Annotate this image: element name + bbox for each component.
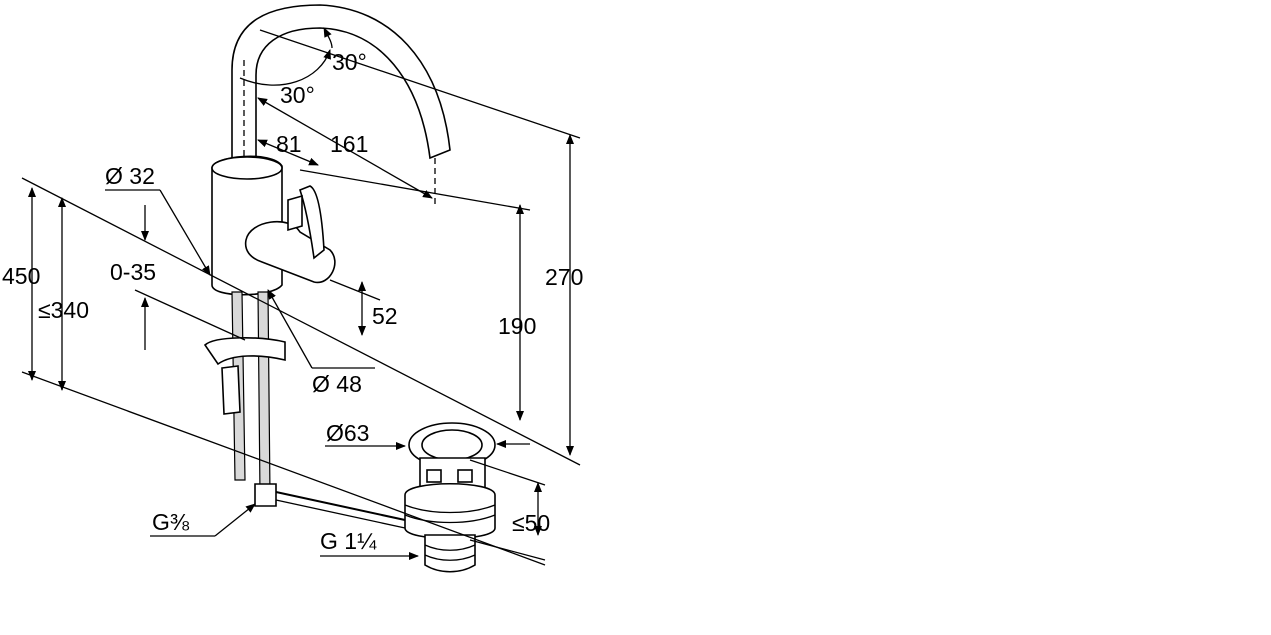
label-waste-thread: G 1¼ <box>320 528 377 554</box>
body-top-ellipse <box>211 156 283 180</box>
label-base-diameter: Ø 48 <box>312 371 362 397</box>
waste-tailpiece <box>424 534 476 573</box>
drain-rod <box>275 491 406 521</box>
faucet-spout <box>231 4 451 161</box>
label-connection-thread: G⅜ <box>152 509 190 535</box>
label-body-diameter: Ø 32 <box>105 163 155 189</box>
label-reach-inner: 81 <box>276 131 302 157</box>
waste-body <box>404 483 496 540</box>
waste-plug <box>421 429 483 461</box>
connector-fitting <box>254 483 277 507</box>
faucet-lever <box>244 220 336 284</box>
label-lever-height: 52 <box>372 303 398 329</box>
cage-window-left <box>426 469 442 483</box>
waste-valve-drawing <box>404 422 496 573</box>
label-reach-outer: 161 <box>330 131 368 157</box>
lever-joint <box>287 194 303 232</box>
mounting-nut <box>221 365 241 415</box>
label-waste-diameter: Ø63 <box>326 420 369 446</box>
dimension-lines <box>21 27 581 566</box>
label-angle-top: 30° <box>332 49 367 75</box>
label-max-mount: ≤340 <box>38 297 89 323</box>
label-angle-mid: 30° <box>280 82 315 108</box>
cage-window-right <box>457 469 473 483</box>
label-thickness-range: 0-35 <box>110 259 156 285</box>
supply-hose-right <box>257 291 271 496</box>
label-waste-height: ≤50 <box>512 510 550 536</box>
label-total-length: 450 <box>2 263 40 289</box>
label-spout-height: 190 <box>498 313 536 339</box>
dimension-labels: 30° 30° 81 161 Ø 32 450 ≤340 0-35 52 Ø 4… <box>2 49 583 554</box>
label-overall-height: 270 <box>545 264 583 290</box>
mounting-bracket <box>203 337 286 366</box>
